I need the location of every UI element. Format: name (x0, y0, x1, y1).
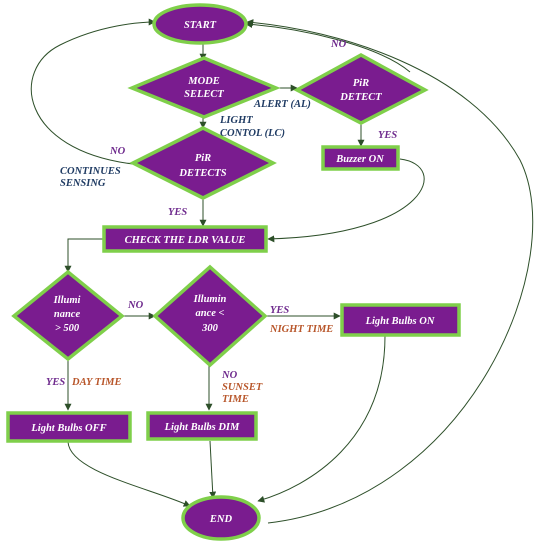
no-sunset-label: NO (221, 370, 238, 381)
bulbs-on-label: Light Bulbs ON (365, 316, 435, 327)
day-time-label: DAY TIME (71, 377, 122, 388)
illuminance-500-line-1: Illumi (53, 295, 81, 306)
continues-sensing-line-2: SENSING (60, 178, 106, 189)
check-ldr-label: CHECK THE LDR VALUE (125, 235, 246, 246)
illuminance-300-line-2: ance < (195, 308, 224, 319)
pir-detect-line-1: PiR (353, 78, 369, 89)
start-label: START (184, 20, 217, 31)
connector-pir-detect-no-to-start (245, 20, 411, 73)
illuminance-300-line-1: Illumin (193, 294, 227, 305)
yes-day-label: YES (46, 377, 65, 388)
light-control-line-2: CONTOL (LC) (220, 128, 285, 139)
illuminance-500-line-2: nance (54, 309, 81, 320)
connectors (30, 18, 534, 524)
pir-detect-line-2: DETECT (339, 92, 382, 103)
light-control-line-1: LIGHT (219, 115, 253, 126)
connector-on-to-end (257, 335, 386, 503)
connector-ldr-to-illum-500 (64, 238, 103, 273)
connector-buzzer-to-ldr (267, 158, 425, 243)
bulbs-off-label: Light Bulbs OFF (30, 423, 106, 434)
illuminance-300-decision: Illumin ance < 300 (152, 264, 268, 368)
illuminance-500-decision: Illumi nance > 500 (11, 269, 125, 362)
end-label: END (209, 514, 233, 525)
bulbs-on-box: Light Bulbs ON (340, 303, 461, 337)
yes-right-label: YES (270, 305, 289, 316)
connector-dim-to-end (209, 440, 217, 499)
no-mid-label: NO (127, 300, 144, 311)
mode-select-line-1: MODE (187, 76, 220, 87)
illuminance-500-line-3: > 500 (55, 323, 80, 334)
no-left-label: NO (109, 146, 126, 157)
end-node: END (181, 495, 261, 541)
bulbs-dim-box: Light Bulbs DIM (146, 411, 258, 441)
continues-sensing-line-1: CONTINUES (60, 166, 121, 177)
connector-pir-detects-no-to-start (30, 18, 156, 165)
sunset-time-line-1: SUNSET (222, 382, 263, 393)
connector-off-to-end (67, 441, 191, 507)
mode-select-line-2: SELECT (184, 89, 224, 100)
sunset-time-line-2: TIME (222, 394, 249, 405)
bulbs-dim-label: Light Bulbs DIM (164, 422, 240, 433)
yes-pir-label: YES (168, 207, 187, 218)
connector-end-to-start (246, 19, 534, 524)
start-node: START (152, 3, 248, 45)
mode-select-decision: MODE SELECT (127, 56, 281, 119)
pir-detects-line-2: DETECTS (178, 168, 226, 179)
pir-detects-line-1: PiR (195, 153, 211, 164)
edge-labels: ALERT (AL) LIGHT CONTOL (LC) NO NO CONTI… (46, 39, 397, 405)
yes-buzzer-label: YES (378, 130, 397, 141)
check-ldr-box: CHECK THE LDR VALUE (102, 225, 268, 253)
pir-detect-decision: PiR DETECT (293, 53, 429, 125)
alert-label: ALERT (AL) (253, 99, 311, 110)
no-top-label: NO (330, 39, 347, 50)
pir-detects-decision: PiR DETECTS (129, 126, 277, 200)
buzzer-on-box: Buzzer ON (321, 145, 400, 171)
night-time-label: NIGHT TIME (269, 324, 333, 335)
illuminance-300-line-3: 300 (201, 323, 219, 334)
buzzer-on-label: Buzzer ON (335, 154, 384, 165)
bulbs-off-box: Light Bulbs OFF (6, 411, 132, 443)
